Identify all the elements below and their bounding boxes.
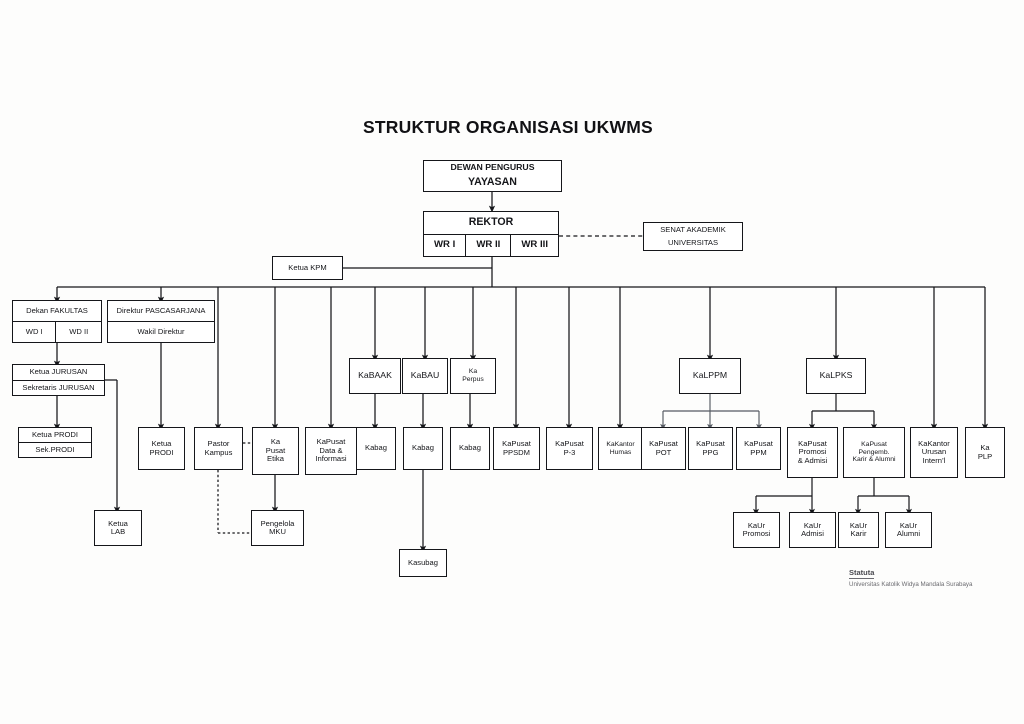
node-kapusat-ppm[interactable]: KaPusat PPM xyxy=(736,427,781,470)
node-kaur-alumni[interactable]: KaUr Alumni xyxy=(885,512,932,548)
node-kapusat-promosi-admisi[interactable]: KaPusat Promosi & Admisi xyxy=(787,427,838,478)
node-dewan-pengurus-yayasan[interactable]: DEWAN PENGURUS YAYASAN xyxy=(423,160,562,192)
pusat-etika-label: Ka Pusat Etika xyxy=(265,437,286,464)
node-wr-2[interactable]: WR II xyxy=(466,235,512,256)
rektor-title: REKTOR xyxy=(468,216,514,229)
node-kakantor-urusan-internasional[interactable]: KaKantor Urusan Intern’l xyxy=(910,427,958,478)
kaur-karir-label: KaUr Karir xyxy=(849,520,868,538)
footer-statute-label: Statuta xyxy=(849,568,875,579)
ketua-prodi-label: Ketua PRODI xyxy=(31,429,78,439)
yayasan-line-2: YAYASAN xyxy=(468,176,517,189)
pengelola-mku-label: Pengelola MKU xyxy=(260,518,295,536)
prodi-pasca-label: Ketua PRODI xyxy=(149,439,174,457)
ka-perpus-label: Ka Perpus xyxy=(462,368,484,383)
node-kapusat-data-informasi[interactable]: KaPusat Data & Informasi xyxy=(305,427,357,475)
node-kapusat-p3[interactable]: KaPusat P-3 xyxy=(546,427,593,470)
pusat-ppsdm-label: KaPusat PPSDM xyxy=(502,439,531,457)
pusat-promosi-label: KaPusat Promosi & Admisi xyxy=(797,438,828,465)
pusat-ppg-label: KaPusat PPG xyxy=(696,439,725,457)
kabau-label: KaBAU xyxy=(410,370,440,381)
node-kapusat-pengemb-karir-alumni[interactable]: KaPusat Pengemb. Karir & Alumni xyxy=(843,427,905,478)
node-kabau[interactable]: KaBAU xyxy=(402,358,448,394)
kalppm-label: KaLPPM xyxy=(692,370,728,381)
node-kabaak[interactable]: KaBAAK xyxy=(349,358,401,394)
node-direktur-pascasarjana[interactable]: Direktur PASCASARJANA Wakil Direktur xyxy=(107,300,215,343)
node-ketua-lab[interactable]: Ketua LAB xyxy=(94,510,142,546)
kalpks-label: KaLPKS xyxy=(819,370,853,381)
sek-prodi-label: Sek.PRODI xyxy=(19,442,91,457)
pusat-karir-label: KaPusat Pengemb. Karir & Alumni xyxy=(852,441,896,464)
kantor-humas-label: KaKantor Humas xyxy=(606,440,635,456)
node-senat-akademik-universitas[interactable]: SENAT AKADEMIK UNIVERSITAS xyxy=(643,222,743,251)
node-wd-1[interactable]: WD I xyxy=(13,322,57,342)
node-rektor[interactable]: REKTOR WR I WR II WR III xyxy=(423,211,559,257)
footer-institution-label: Universitas Katolik Widya Mandala Suraba… xyxy=(849,580,973,588)
node-kapusat-ppg[interactable]: KaPusat PPG xyxy=(688,427,733,470)
kabaak-label: KaBAAK xyxy=(358,370,392,381)
ketua-kpm-label: Ketua KPM xyxy=(288,262,327,272)
pusat-pot-label: KaPusat POT xyxy=(649,439,678,457)
node-ketua-kpm[interactable]: Ketua KPM xyxy=(272,256,343,280)
kasubag-label: Kasubag xyxy=(408,557,438,567)
ketua-jurusan-label: Ketua JURUSAN xyxy=(29,367,88,376)
node-kabag-2[interactable]: Kabag xyxy=(403,427,443,470)
page-title: STRUKTUR ORGANISASI UKWMS xyxy=(363,117,653,137)
pusat-p3-label: KaPusat P-3 xyxy=(555,439,584,457)
senat-line-2: UNIVERSITAS xyxy=(667,238,719,247)
node-prodi-fakultas[interactable]: Ketua PRODI Sek.PRODI xyxy=(18,427,92,458)
dekan-wakil-row: WD I WD II xyxy=(13,321,101,342)
node-ketua-prodi-pascasarjana[interactable]: Ketua PRODI xyxy=(138,427,185,470)
node-kasubag[interactable]: Kasubag xyxy=(399,549,447,577)
node-ka-perpus[interactable]: Ka Perpus xyxy=(450,358,496,394)
sekretaris-jurusan-label: Sekretaris JURUSAN xyxy=(13,379,104,396)
node-kapusat-pot[interactable]: KaPusat POT xyxy=(641,427,686,470)
pastor-kampus-label: Pastor Kampus xyxy=(204,439,233,457)
node-kalpks[interactable]: KaLPKS xyxy=(806,358,866,394)
pusat-ppm-label: KaPusat PPM xyxy=(744,439,773,457)
node-pastor-kampus[interactable]: Pastor Kampus xyxy=(194,427,243,470)
senat-line-1: SENAT AKADEMIK xyxy=(660,224,726,234)
footer-watermark: Statuta Universitas Katolik Widya Mandal… xyxy=(849,562,972,588)
node-wakil-direktur[interactable]: Wakil Direktur xyxy=(108,321,214,342)
dekan-title: Dekan FAKULTAS xyxy=(26,305,88,315)
node-dekan-fakultas[interactable]: Dekan FAKULTAS WD I WD II xyxy=(12,300,102,343)
node-kalppm[interactable]: KaLPPM xyxy=(679,358,741,394)
kabag-1-label: Kabag xyxy=(365,443,387,453)
node-jurusan[interactable]: Ketua JURUSAN Sekretaris JURUSAN xyxy=(12,364,105,396)
yayasan-line-1: DEWAN PENGURUS xyxy=(450,162,535,173)
node-kapusat-ppsdm[interactable]: KaPusat PPSDM xyxy=(493,427,540,470)
node-kaur-karir[interactable]: KaUr Karir xyxy=(838,512,879,548)
node-kaur-admisi[interactable]: KaUr Admisi xyxy=(789,512,836,548)
pusat-data-label: KaPusat Data & Informasi xyxy=(315,437,347,464)
node-kabag-3[interactable]: Kabag xyxy=(450,427,490,470)
node-wr-3[interactable]: WR III xyxy=(521,239,548,251)
kantor-internl-label: KaKantor Urusan Intern’l xyxy=(918,438,950,465)
ketua-lab-label: Ketua LAB xyxy=(108,518,128,536)
pascasarjana-title: Direktur PASCASARJANA xyxy=(116,305,206,315)
kaur-alumni-label: KaUr Alumni xyxy=(896,520,921,538)
rektor-wakil-row: WR I WR II WR III xyxy=(424,234,558,256)
node-wd-2[interactable]: WD II xyxy=(69,326,89,336)
node-ka-pusat-etika[interactable]: Ka Pusat Etika xyxy=(252,427,299,475)
ka-plp-label: Ka PLP xyxy=(977,443,993,461)
node-kaur-promosi[interactable]: KaUr Promosi xyxy=(733,512,780,548)
node-pengelola-mku[interactable]: Pengelola MKU xyxy=(251,510,304,546)
kabag-2-label: Kabag xyxy=(412,443,434,453)
node-kabag-1[interactable]: Kabag xyxy=(356,427,396,470)
node-wr-1[interactable]: WR I xyxy=(424,235,467,256)
kaur-promosi-label: KaUr Promosi xyxy=(742,520,771,538)
node-ka-plp[interactable]: Ka PLP xyxy=(965,427,1005,478)
node-kakantor-humas[interactable]: KaKantor Humas xyxy=(598,427,643,470)
kaur-admisi-label: KaUr Admisi xyxy=(801,520,824,538)
kabag-3-label: Kabag xyxy=(459,443,481,453)
